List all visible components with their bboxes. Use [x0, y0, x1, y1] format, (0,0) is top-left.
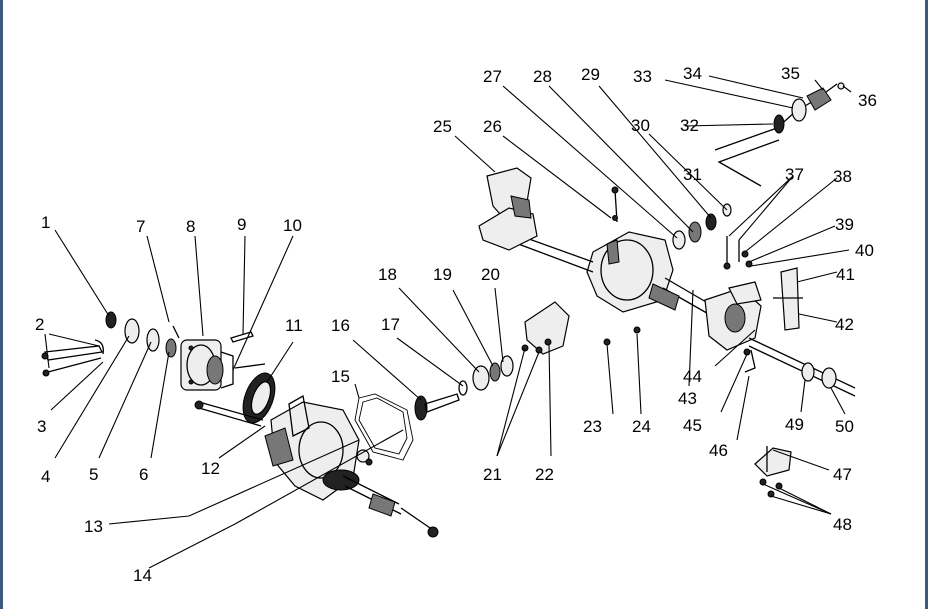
callout-45: 45 [683, 416, 702, 435]
callout-9: 9 [237, 215, 246, 234]
part-left-seals [105, 311, 177, 358]
callout-37: 37 [785, 165, 804, 184]
callout-28: 28 [533, 67, 552, 86]
callout-7: 7 [136, 217, 145, 236]
callout-33: 33 [633, 67, 652, 86]
callout-27: 27 [483, 67, 502, 86]
parts-artwork [41, 82, 856, 538]
callout-38: 38 [833, 167, 852, 186]
callout-44: 44 [683, 367, 702, 386]
callout-1: 1 [41, 213, 50, 232]
callout-47: 47 [833, 465, 852, 484]
callout-22: 22 [535, 465, 554, 484]
part-lower-bracket [754, 446, 792, 498]
callout-13: 13 [84, 517, 103, 536]
callout-16: 16 [331, 316, 350, 335]
callout-42: 42 [835, 315, 854, 334]
part-right-housing-end [704, 281, 856, 397]
part-studs-top [611, 186, 619, 223]
part-ring-gear [242, 372, 276, 424]
callout-41: 41 [836, 265, 855, 284]
axle-exploded-diagram: 1 2 3 4 5 6 7 8 9 10 11 12 13 14 15 16 1… [35, 64, 877, 585]
callout-14: 14 [133, 566, 152, 585]
callout-30: 30 [631, 116, 650, 135]
callout-36: 36 [858, 91, 877, 110]
callout-26: 26 [483, 117, 502, 136]
callout-35: 35 [781, 64, 800, 83]
callout-11: 11 [285, 316, 303, 335]
callout-46: 46 [709, 441, 728, 460]
callout-5: 5 [89, 465, 98, 484]
callout-43: 43 [678, 389, 697, 408]
callout-8: 8 [186, 217, 195, 236]
callout-17: 17 [381, 315, 400, 334]
callout-21: 21 [483, 465, 502, 484]
part-tie-rod-links [41, 339, 104, 377]
part-differential-case [172, 325, 234, 391]
callout-48: 48 [833, 515, 852, 534]
callout-3: 3 [37, 417, 46, 436]
callout-12: 12 [201, 459, 220, 478]
callout-34: 34 [683, 64, 702, 83]
callout-23: 23 [583, 417, 602, 436]
part-right-bracket [773, 267, 803, 331]
part-cover-gasket [354, 393, 414, 461]
part-pinion-bearings [458, 355, 514, 396]
part-pins [230, 331, 266, 369]
callout-19: 19 [433, 265, 452, 284]
callout-24: 24 [632, 417, 651, 436]
callout-labels: 1 2 3 4 5 6 7 8 9 10 11 12 13 14 15 16 1… [35, 64, 877, 585]
callout-15: 15 [331, 367, 350, 386]
callout-4: 4 [41, 467, 50, 486]
part-inset-bearing-assembly [714, 82, 845, 187]
part-right-end-seals [801, 362, 837, 389]
part-right-seals [672, 203, 732, 250]
callout-39: 39 [835, 215, 854, 234]
part-intermediate-shaft [194, 400, 264, 427]
callout-29: 29 [581, 65, 600, 84]
callout-10: 10 [283, 216, 302, 235]
part-left-mount [478, 167, 538, 251]
leader-lines [44, 75, 852, 569]
part-bolts-right [723, 236, 753, 270]
callout-18: 18 [378, 265, 397, 284]
part-mount-bracket [521, 301, 570, 355]
callout-40: 40 [855, 241, 874, 260]
callout-49: 49 [785, 415, 804, 434]
callout-25: 25 [433, 117, 452, 136]
part-pinion-gear [414, 393, 460, 421]
callout-32: 32 [680, 116, 699, 135]
callout-31: 31 [683, 165, 702, 184]
callout-2: 2 [35, 315, 44, 334]
callout-20: 20 [481, 265, 500, 284]
part-carrier-housing [264, 394, 439, 538]
callout-6: 6 [139, 465, 148, 484]
callout-50: 50 [835, 417, 854, 436]
